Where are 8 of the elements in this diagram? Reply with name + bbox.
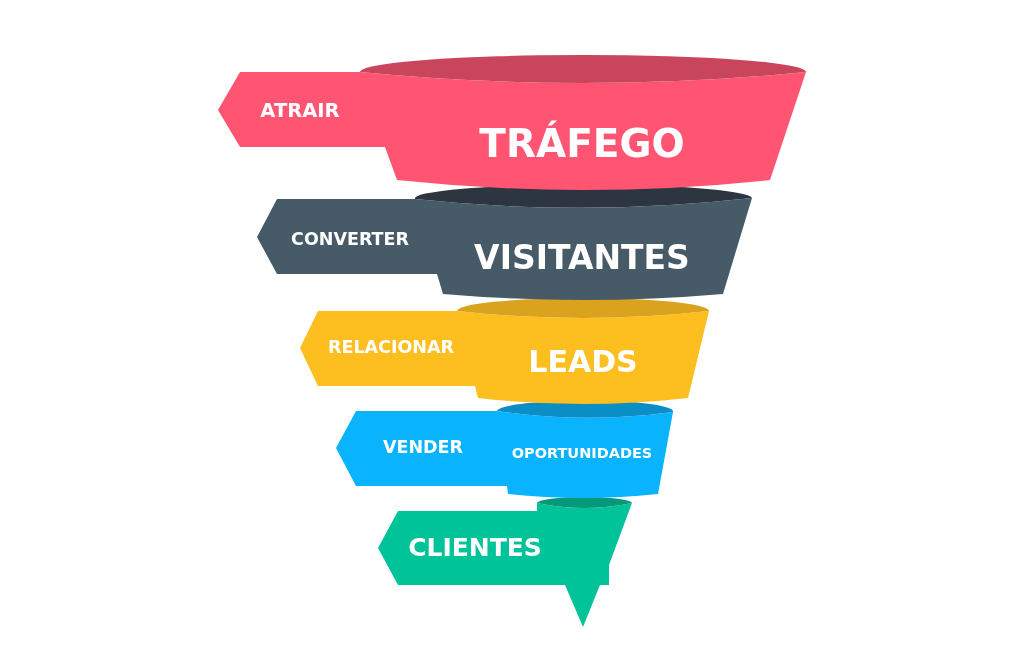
stage-title: CLIENTES xyxy=(408,534,542,560)
stage-label: RELACIONAR xyxy=(328,339,454,357)
stage-title: OPORTUNIDADES xyxy=(511,445,653,461)
stage-label: CONVERTER xyxy=(291,231,409,249)
stage-label: VENDER xyxy=(382,439,464,457)
stage-title: VISITANTES xyxy=(474,240,690,274)
stage-label: ATRAIR xyxy=(260,101,340,121)
stage-title: LEADS xyxy=(528,347,638,377)
